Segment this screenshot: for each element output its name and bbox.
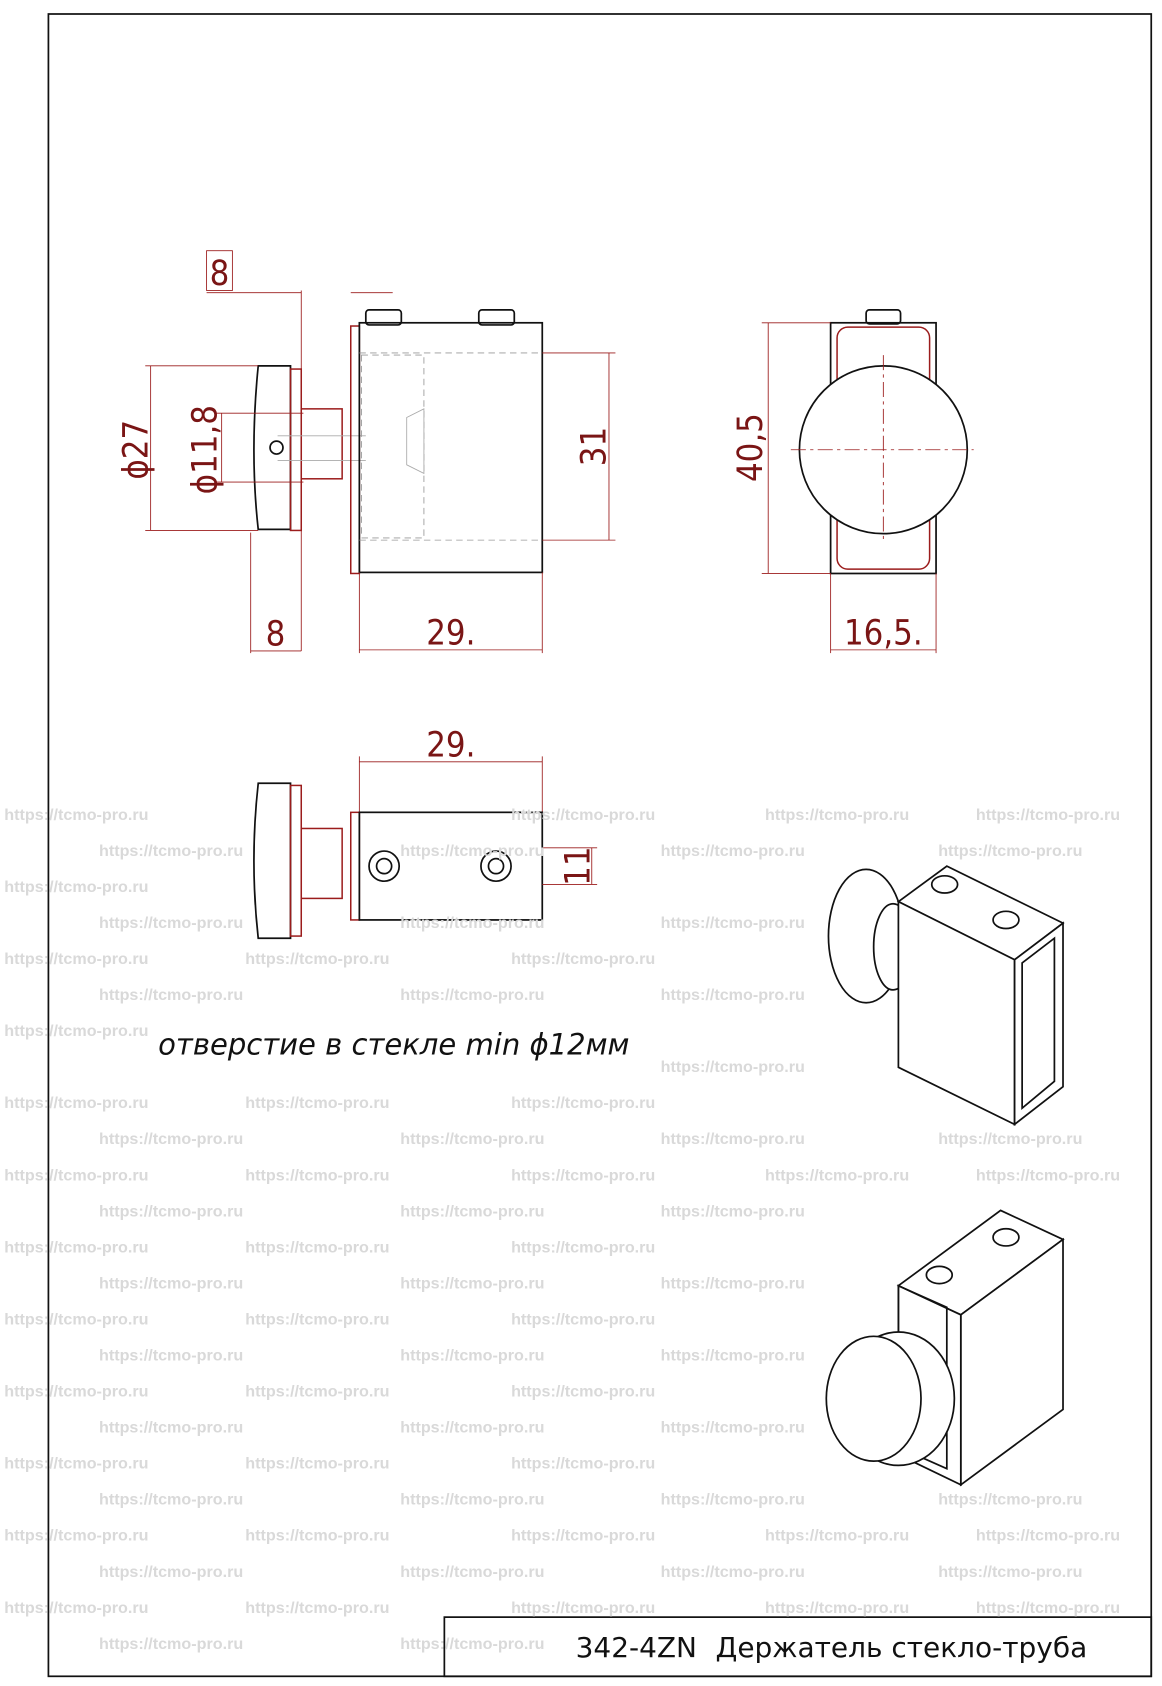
watermark-text: https://tcmo-pro.ru bbox=[400, 1130, 544, 1148]
watermark-text: https://tcmo-pro.ru bbox=[4, 1455, 148, 1473]
dim-outer-diameter: ϕ27 bbox=[116, 420, 156, 480]
watermark-text: https://tcmo-pro.ru bbox=[661, 914, 805, 932]
dim-top-boxed: 8 bbox=[210, 254, 230, 294]
watermark-text: https://tcmo-pro.ru bbox=[765, 1599, 909, 1617]
watermark-text: https://tcmo-pro.ru bbox=[99, 1635, 243, 1653]
watermark-text: https://tcmo-pro.ru bbox=[400, 986, 544, 1004]
watermark-text: https://tcmo-pro.ru bbox=[4, 1094, 148, 1112]
dim-top-body-width: 29. bbox=[426, 725, 475, 765]
watermark-text: https://tcmo-pro.ru bbox=[661, 986, 805, 1004]
watermark-text: https://tcmo-pro.ru bbox=[976, 1599, 1120, 1617]
watermark-text: https://tcmo-pro.ru bbox=[99, 1274, 243, 1292]
watermark-text: https://tcmo-pro.ru bbox=[765, 1166, 909, 1184]
watermark-text: https://tcmo-pro.ru bbox=[99, 842, 243, 860]
watermark-text: https://tcmo-pro.ru bbox=[4, 950, 148, 968]
watermark-text: https://tcmo-pro.ru bbox=[245, 1166, 389, 1184]
watermark-text: https://tcmo-pro.ru bbox=[661, 1347, 805, 1365]
dim-inner-diameter: ϕ11,8 bbox=[185, 405, 225, 494]
watermark-text: https://tcmo-pro.ru bbox=[245, 1310, 389, 1328]
watermark-text: https://tcmo-pro.ru bbox=[245, 1383, 389, 1401]
watermark-text: https://tcmo-pro.ru bbox=[511, 1094, 655, 1112]
dim-cap-width: 8 bbox=[266, 615, 286, 655]
watermark-text: https://tcmo-pro.ru bbox=[511, 950, 655, 968]
isometric-view-1 bbox=[827, 865, 1065, 1127]
watermark-text: https://tcmo-pro.ru bbox=[99, 986, 243, 1004]
watermark-text: https://tcmo-pro.ru bbox=[99, 1419, 243, 1437]
watermark-text: https://tcmo-pro.ru bbox=[245, 950, 389, 968]
isometric-view-2 bbox=[825, 1209, 1065, 1487]
watermark-text: https://tcmo-pro.ru bbox=[400, 1563, 544, 1581]
watermark-text: https://tcmo-pro.ru bbox=[245, 1527, 389, 1545]
watermark-text: https://tcmo-pro.ru bbox=[4, 1599, 148, 1617]
watermark-text: https://tcmo-pro.ru bbox=[511, 1599, 655, 1617]
watermark-text: https://tcmo-pro.ru bbox=[4, 878, 148, 896]
glass-hole-note: отверстие в стекле min ϕ12мм bbox=[158, 1027, 629, 1061]
watermark-text: https://tcmo-pro.ru bbox=[661, 1491, 805, 1509]
part-number: 342-4ZN bbox=[576, 1631, 697, 1664]
watermark-text: https://tcmo-pro.ru bbox=[400, 1635, 544, 1653]
dim-body-width: 29. bbox=[426, 613, 475, 653]
watermark-text: https://tcmo-pro.ru bbox=[400, 914, 544, 932]
watermark-text: https://tcmo-pro.ru bbox=[99, 1491, 243, 1509]
watermark-text: https://tcmo-pro.ru bbox=[976, 806, 1120, 824]
watermark-text: https://tcmo-pro.ru bbox=[938, 842, 1082, 860]
watermark-text: https://tcmo-pro.ru bbox=[4, 1238, 148, 1256]
watermark-text: https://tcmo-pro.ru bbox=[400, 1419, 544, 1437]
watermark-text: https://tcmo-pro.ru bbox=[99, 1130, 243, 1148]
watermark-text: https://tcmo-pro.ru bbox=[511, 1383, 655, 1401]
watermark-text: https://tcmo-pro.ru bbox=[4, 1527, 148, 1545]
watermark-text: https://tcmo-pro.ru bbox=[99, 1202, 243, 1220]
dim-top-height: 11 bbox=[559, 846, 599, 885]
watermark-text: https://tcmo-pro.ru bbox=[400, 1202, 544, 1220]
watermark-text: https://tcmo-pro.ru bbox=[4, 1022, 148, 1040]
watermark-text: https://tcmo-pro.ru bbox=[99, 1563, 243, 1581]
top-view: 29. 11 bbox=[253, 725, 599, 940]
watermark-text: https://tcmo-pro.ru bbox=[400, 1347, 544, 1365]
watermark-text: https://tcmo-pro.ru bbox=[511, 1238, 655, 1256]
watermark-text: https://tcmo-pro.ru bbox=[511, 1166, 655, 1184]
watermark-text: https://tcmo-pro.ru bbox=[4, 1383, 148, 1401]
watermark-text: https://tcmo-pro.ru bbox=[511, 806, 655, 824]
side-view: 40,5 16,5. bbox=[731, 309, 974, 653]
watermark-text: https://tcmo-pro.ru bbox=[400, 842, 544, 860]
watermark-text: https://tcmo-pro.ru bbox=[661, 1419, 805, 1437]
watermark-text: https://tcmo-pro.ru bbox=[661, 1274, 805, 1292]
watermark-text: https://tcmo-pro.ru bbox=[99, 1347, 243, 1365]
watermark-text: https://tcmo-pro.ru bbox=[245, 1455, 389, 1473]
watermark-text: https://tcmo-pro.ru bbox=[976, 1166, 1120, 1184]
watermark-text: https://tcmo-pro.ru bbox=[661, 1058, 805, 1076]
watermark-text: https://tcmo-pro.ru bbox=[938, 1491, 1082, 1509]
watermark-text: https://tcmo-pro.ru bbox=[4, 1166, 148, 1184]
watermark-text: https://tcmo-pro.ru bbox=[400, 1491, 544, 1509]
watermark-text: https://tcmo-pro.ru bbox=[765, 806, 909, 824]
part-name: Держатель стекло-труба bbox=[715, 1631, 1087, 1664]
front-view: 8 ϕ27 ϕ11,8 31 8 29. bbox=[116, 250, 616, 655]
watermark-text: https://tcmo-pro.ru bbox=[661, 842, 805, 860]
dim-height-31: 31 bbox=[575, 427, 615, 466]
watermark-text: https://tcmo-pro.ru bbox=[4, 1310, 148, 1328]
watermark-text: https://tcmo-pro.ru bbox=[511, 1310, 655, 1328]
watermark-text: https://tcmo-pro.ru bbox=[661, 1563, 805, 1581]
watermark-text: https://tcmo-pro.ru bbox=[661, 1202, 805, 1220]
watermark-text: https://tcmo-pro.ru bbox=[245, 1094, 389, 1112]
watermark-text: https://tcmo-pro.ru bbox=[245, 1238, 389, 1256]
dim-side-width: 16,5. bbox=[844, 613, 923, 653]
watermark-text: https://tcmo-pro.ru bbox=[938, 1130, 1082, 1148]
watermark-text: https://tcmo-pro.ru bbox=[511, 1455, 655, 1473]
watermark-text: https://tcmo-pro.ru bbox=[400, 1274, 544, 1292]
watermark-text: https://tcmo-pro.ru bbox=[511, 1527, 655, 1545]
watermark-text: https://tcmo-pro.ru bbox=[976, 1527, 1120, 1545]
watermark-text: https://tcmo-pro.ru bbox=[245, 1599, 389, 1617]
watermark-text: https://tcmo-pro.ru bbox=[4, 806, 148, 824]
watermark-text: https://tcmo-pro.ru bbox=[661, 1130, 805, 1148]
watermark-text: https://tcmo-pro.ru bbox=[938, 1563, 1082, 1581]
watermark-text: https://tcmo-pro.ru bbox=[765, 1527, 909, 1545]
dim-side-height: 40,5 bbox=[731, 413, 771, 482]
watermark-text: https://tcmo-pro.ru bbox=[99, 914, 243, 932]
title-block: 342-4ZN Держатель стекло-труба bbox=[443, 1616, 1153, 1678]
